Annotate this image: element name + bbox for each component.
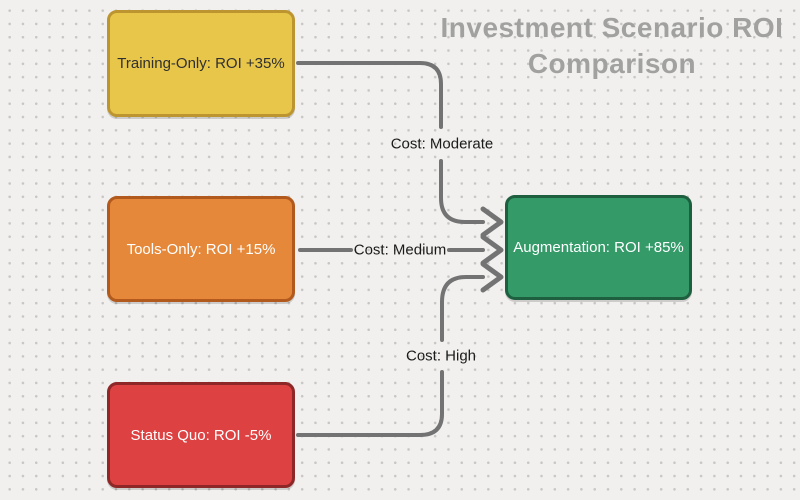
node-tools-only-label: Tools-Only: ROI +15%	[126, 240, 276, 258]
edge-training-to-augmentation-segment-1	[296, 61, 443, 129]
edge-status-quo-to-augmentation-segment-1	[296, 370, 444, 437]
edge-training-to-augmentation-segment-2	[439, 159, 485, 224]
diagram-title-line2: Comparison	[527, 47, 697, 79]
node-status-quo: Status Quo: ROI -5%	[107, 382, 295, 488]
diagram-title-line1: Investment Scenario ROI	[440, 12, 784, 43]
diagram-title: Investment Scenario ROI Comparison	[430, 10, 794, 82]
node-training-only-label: Training-Only: ROI +35%	[117, 55, 285, 72]
arrowhead-icon	[480, 234, 504, 266]
edge-label-cost-high: Cost: High	[405, 347, 477, 365]
edge-label-cost-medium: Cost: Medium	[353, 241, 447, 259]
node-augmentation: Augmentation: ROI +85%	[505, 195, 692, 300]
arrowhead-icon	[480, 206, 504, 238]
node-augmentation-label: Augmentation: ROI +85%	[513, 239, 684, 256]
node-tools-only: Tools-Only: ROI +15%	[107, 196, 295, 302]
node-status-quo-label: Status Quo: ROI -5%	[130, 426, 272, 444]
node-training-only: Training-Only: ROI +35%	[107, 10, 295, 117]
edge-status-quo-to-augmentation-segment-2	[440, 275, 485, 342]
arrowhead-icon	[480, 261, 504, 293]
edge-label-cost-moderate: Cost: Moderate	[390, 135, 494, 153]
